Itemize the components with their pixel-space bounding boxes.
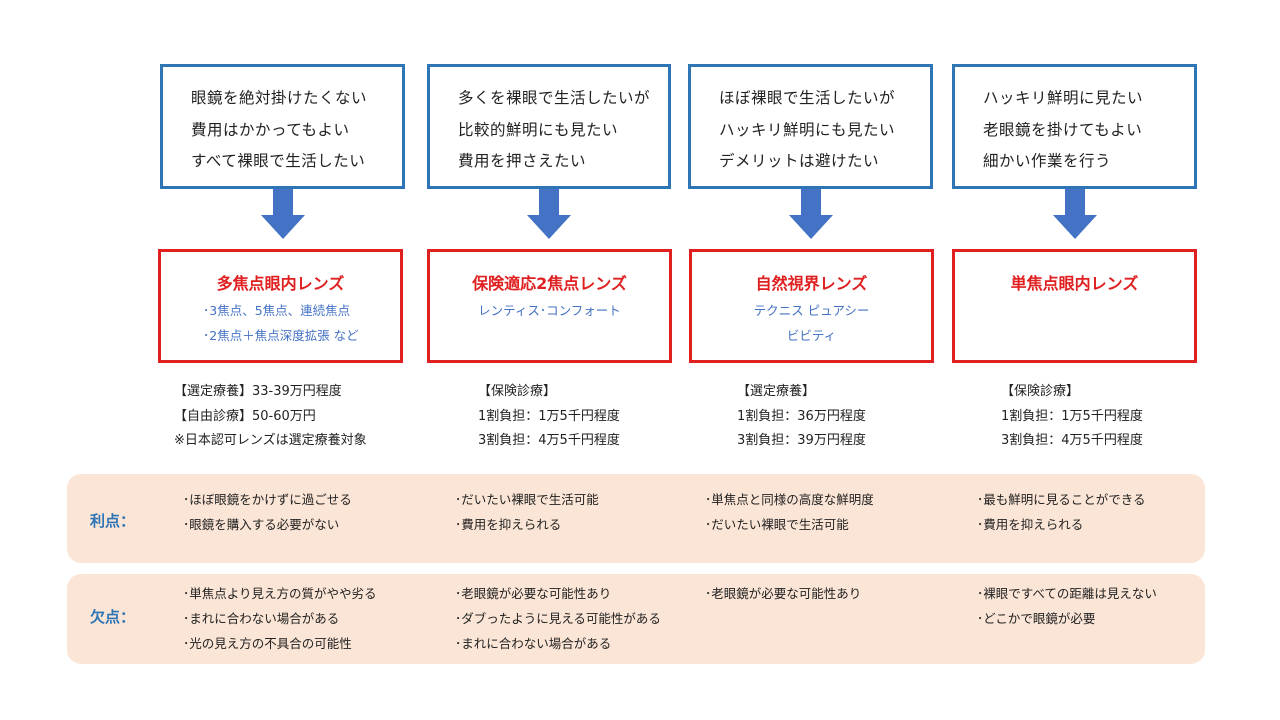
- lens-sub: レンティス･コンフォート: [478, 303, 621, 318]
- cost-line: 【選定療養】33-39万円程度: [174, 384, 342, 399]
- need-line: ハッキリ鮮明にも見たい: [719, 120, 896, 139]
- demerits-list-4: ･裸眼ですべての距離は見えない ･どこかで眼鏡が必要: [977, 581, 1157, 631]
- list-item: ･老眼鏡が必要な可能性あり: [455, 586, 612, 601]
- list-item: ･ダブったように見える可能性がある: [455, 611, 661, 626]
- demerits-list-1: ･単焦点より見え方の質がやや劣る ･まれに合わない場合がある ･光の見え方の不具…: [183, 581, 377, 656]
- cost-block-4: 【保険診療】 1割負担：1万5千円程度 3割負担：4万5千円程度: [1001, 380, 1143, 454]
- lens-title: 単焦点眼内レンズ: [1010, 274, 1139, 293]
- cost-line: 1割負担：36万円程度: [737, 408, 866, 424]
- cost-line: ※日本認可レンズは選定療養対象: [174, 433, 367, 448]
- list-item: ･まれに合わない場合がある: [455, 636, 612, 651]
- demerits-label: 欠点：: [90, 608, 136, 626]
- list-item: ･だいたい裸眼で生活可能: [455, 492, 599, 507]
- list-item: ･費用を抑えられる: [455, 517, 562, 532]
- cost-line: 3割負担：39万円程度: [737, 433, 866, 448]
- lens-box-2: 保険適応2焦点レンズ レンティス･コンフォート: [427, 249, 672, 363]
- lens-title: 自然視界レンズ: [755, 274, 868, 293]
- need-line: ほぼ裸眼で生活したいが: [719, 89, 896, 107]
- lens-box-4: 単焦点眼内レンズ: [952, 249, 1197, 363]
- down-arrow-icon: [1053, 189, 1097, 239]
- need-box-2: 多くを裸眼で生活したいが 比較的鮮明にも見たい 費用を押さえたい: [427, 64, 671, 189]
- cost-block-2: 【保険診療】 1割負担：1万5千円程度 3割負担：4万5千円程度: [478, 380, 620, 454]
- cost-block-1: 【選定療養】33-39万円程度 【自由診療】50-60万円 ※日本認可レンズは選…: [174, 380, 367, 454]
- need-line: ハッキリ鮮明に見たい: [983, 89, 1144, 107]
- need-line: 多くを裸眼で生活したいが: [458, 89, 651, 107]
- need-line: 細かい作業を行う: [983, 152, 1112, 170]
- lens-title: 多焦点眼内レンズ: [216, 274, 345, 293]
- need-line: 費用はかかってもよい: [191, 120, 350, 139]
- merits-band: [67, 474, 1205, 563]
- cost-line: 【保険診療】: [1001, 384, 1080, 399]
- demerits-band: [67, 574, 1205, 664]
- list-item: ･ほぼ眼鏡をかけずに過ごせる: [183, 492, 352, 507]
- down-arrow-icon: [261, 189, 305, 239]
- cost-line: 1割負担：1万5千円程度: [1001, 408, 1143, 424]
- list-item: ･光の見え方の不具合の可能性: [183, 636, 352, 651]
- list-item: ･費用を抑えられる: [977, 517, 1084, 532]
- cost-block-3: 【選定療養】 1割負担：36万円程度 3割負担：39万円程度: [737, 380, 866, 454]
- down-arrow-icon: [789, 189, 833, 239]
- need-box-4: ハッキリ鮮明に見たい 老眼鏡を掛けてもよい 細かい作業を行う: [952, 64, 1197, 189]
- need-line: デメリットは避けたい: [719, 152, 880, 170]
- lens-sub: ･3焦点、5焦点、連続焦点: [203, 303, 351, 318]
- cost-line: 3割負担：4万5千円程度: [478, 433, 620, 448]
- list-item: ･眼鏡を購入する必要がない: [183, 517, 340, 532]
- cost-line: 【選定療養】: [737, 384, 816, 399]
- merits-list-4: ･最も鮮明に見ることができる ･費用を抑えられる: [977, 487, 1146, 537]
- merits-list-1: ･ほぼ眼鏡をかけずに過ごせる ･眼鏡を購入する必要がない: [183, 487, 352, 537]
- cost-line: 3割負担：4万5千円程度: [1001, 433, 1143, 448]
- need-line: 眼鏡を絶対掛けたくない: [191, 89, 368, 107]
- lens-box-1: 多焦点眼内レンズ ･3焦点、5焦点、連続焦点 ･2焦点＋焦点深度拡張 など: [158, 249, 403, 363]
- list-item: ･単焦点と同様の高度な鮮明度: [705, 492, 874, 507]
- lens-title: 保険適応2焦点レンズ: [472, 274, 627, 293]
- need-line: 老眼鏡を掛けてもよい: [983, 120, 1143, 139]
- merits-list-3: ･単焦点と同様の高度な鮮明度 ･だいたい裸眼で生活可能: [705, 487, 874, 537]
- lens-box-3: 自然視界レンズ テクニス ピュアシー ビビティ: [689, 249, 934, 363]
- need-line: 費用を押さえたい: [458, 152, 587, 170]
- demerits-list-2: ･老眼鏡が必要な可能性あり ･ダブったように見える可能性がある ･まれに合わない…: [455, 581, 661, 656]
- list-item: ･裸眼ですべての距離は見えない: [977, 586, 1157, 601]
- need-box-1: 眼鏡を絶対掛けたくない 費用はかかってもよい すべて裸眼で生活したい: [160, 64, 405, 189]
- list-item: ･単焦点より見え方の質がやや劣る: [183, 586, 377, 601]
- lens-sub: テクニス ピュアシー: [753, 303, 870, 318]
- cost-line: 1割負担：1万5千円程度: [478, 408, 620, 424]
- lens-sub: ･2焦点＋焦点深度拡張 など: [203, 328, 359, 343]
- cost-line: 【保険診療】: [478, 384, 557, 399]
- need-line: 比較的鮮明にも見たい: [458, 120, 619, 139]
- list-item: ･老眼鏡が必要な可能性あり: [705, 586, 862, 601]
- merits-list-2: ･だいたい裸眼で生活可能 ･費用を抑えられる: [455, 487, 599, 537]
- cost-line: 【自由診療】50-60万円: [174, 408, 316, 424]
- list-item: ･だいたい裸眼で生活可能: [705, 517, 849, 532]
- need-box-3: ほぼ裸眼で生活したいが ハッキリ鮮明にも見たい デメリットは避けたい: [688, 64, 933, 189]
- need-line: すべて裸眼で生活したい: [191, 152, 366, 170]
- list-item: ･最も鮮明に見ることができる: [977, 492, 1146, 507]
- demerits-list-3: ･老眼鏡が必要な可能性あり: [705, 581, 861, 606]
- lens-sub: ビビティ: [786, 328, 837, 343]
- down-arrow-icon: [527, 189, 571, 239]
- merits-label: 利点：: [90, 512, 136, 530]
- list-item: ･まれに合わない場合がある: [183, 611, 340, 626]
- list-item: ･どこかで眼鏡が必要: [977, 611, 1096, 626]
